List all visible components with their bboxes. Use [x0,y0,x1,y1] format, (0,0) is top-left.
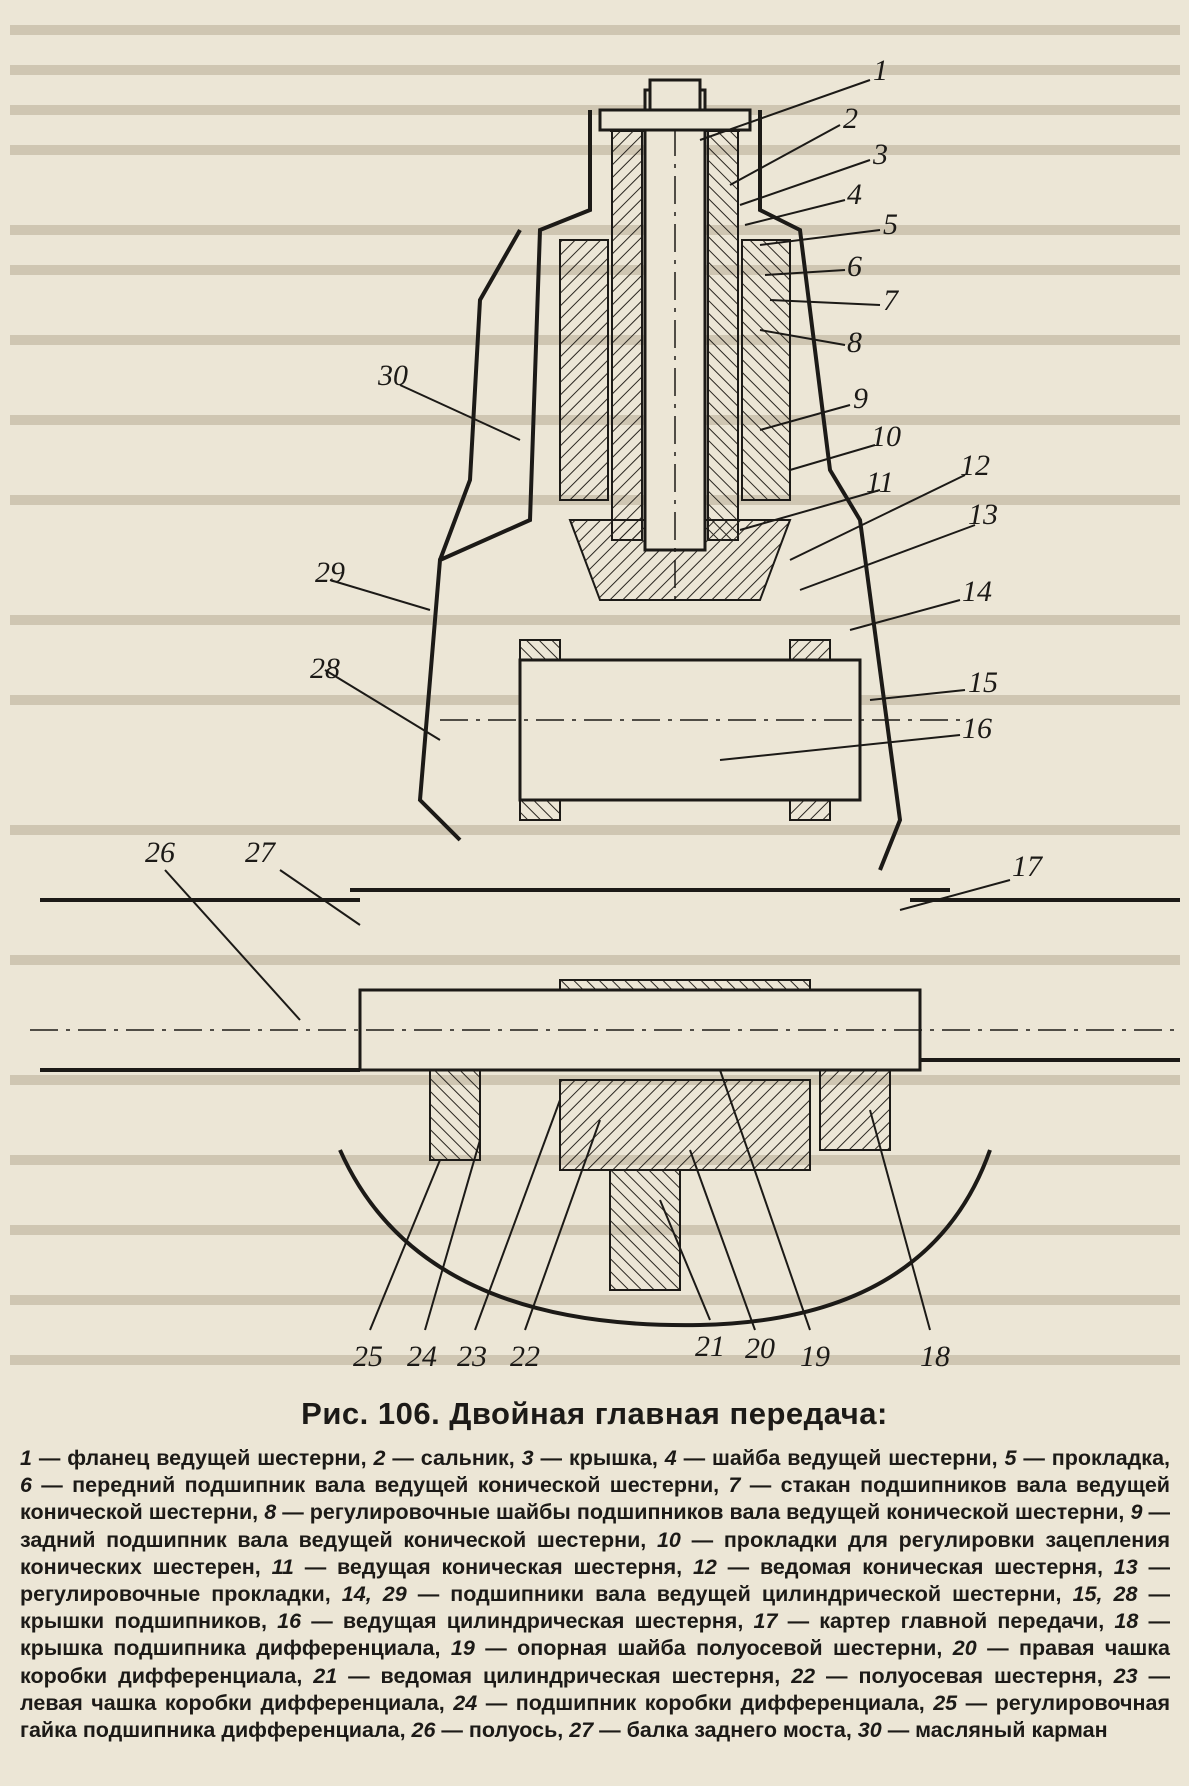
legend-text: — передний подшипник вала ведущей кониче… [31,1473,729,1498]
legend-text: — правая чашка коробки дифференциала, [20,1636,1170,1688]
callout-25: 25 [353,1340,383,1373]
figure-legend: 1 — фланец ведущей шестерни, 2 — сальник… [20,1445,1170,1744]
legend-number: 7 [728,1473,741,1498]
callout-24: 24 [407,1340,437,1373]
legend-number: 20 [952,1636,977,1661]
center-lines [30,80,1180,1031]
callout-23: 23 [457,1340,487,1373]
callout-21: 21 [695,1330,725,1363]
legend-number: 18 [1114,1609,1139,1634]
legend-number: 2 [373,1446,386,1470]
legend-text: — стакан подшипников вала ведущей кониче… [20,1473,1171,1525]
legend-number: 15, 28 [1072,1582,1138,1607]
legend-text: — регулировочные шайбы подшипников вала … [276,1500,1131,1525]
callout-14: 14 [962,575,992,608]
legend-number: 10 [656,1527,681,1552]
callout-7: 7 [883,284,900,317]
callout-27: 27 [245,836,277,869]
callout-29: 29 [315,556,345,589]
callout-4: 4 [847,178,862,211]
legend-text: — крышка подшипника дифференциала, [20,1609,1170,1661]
legend-number: 11 [271,1554,294,1579]
legend-text: — крышки подшипников, [20,1582,1170,1634]
legend-number: 26 [411,1718,436,1743]
callout-26: 26 [145,836,175,869]
legend-number: 1 [20,1446,32,1470]
callout-numbers: 1 2 3 4 5 6 7 8 9 10 11 12 13 14 15 16 1… [145,54,1044,1373]
callout-13: 13 [968,498,998,531]
legend-number: 24 [453,1690,478,1715]
callout-8: 8 [847,326,862,359]
legend-text: — ведущая коническая шестерня, [293,1554,693,1579]
callout-17: 17 [1012,850,1044,883]
legend-number: 21 [313,1663,338,1688]
legend-text: — картер главной передачи, [777,1609,1115,1634]
legend-text: — ведомая цилиндрическая шестерня, [337,1663,792,1688]
legend-number: 8 [264,1500,277,1525]
legend-text: — балка заднего моста, [593,1718,858,1743]
callout-9: 9 [853,382,868,415]
legend-text: — шайба ведущей шестерни, [676,1446,1005,1470]
legend-text: — подшипник коробки дифференциала, [477,1690,934,1715]
legend-text: — масляный карман [881,1718,1108,1743]
legend-number: 19 [450,1636,475,1661]
legend-number: 14, 29 [341,1582,407,1607]
legend-text: — опорная шайба полуосевой шестерни, [474,1636,953,1661]
callout-15: 15 [968,666,998,699]
callout-1: 1 [873,54,888,87]
legend-number: 30 [857,1718,882,1743]
nut-top [598,78,752,132]
callout-5: 5 [883,208,898,241]
legend-number: 3 [521,1446,534,1470]
legend-number: 9 [1130,1500,1143,1525]
figure-caption-title: Рис. 106. Двойная главная передача: [301,1396,888,1431]
legend-number: 4 [664,1446,677,1470]
legend-number: 27 [569,1718,594,1743]
legend-text: — регулировочная гайка подшипника диффер… [20,1690,1171,1743]
callout-6: 6 [847,250,862,283]
callout-19: 19 [800,1340,830,1373]
callout-12: 12 [960,449,990,482]
callout-20: 20 [745,1332,775,1365]
legend-text: — прокладки для регулировки зацепления к… [20,1527,1170,1579]
callout-10: 10 [871,420,901,453]
legend-number: 25 [933,1690,958,1715]
legend-number: 23 [1113,1663,1138,1688]
legend-text: — подшипники вала ведущей цилиндрической… [406,1582,1073,1607]
legend-text: — прокладка, [1016,1446,1170,1470]
legend-text: — регулировочные прокладки, [20,1554,1170,1607]
legend-number: 12 [692,1554,717,1579]
callout-18: 18 [920,1340,950,1373]
gearbox-drawing-svg: 1 2 3 4 5 6 7 8 9 10 11 12 13 14 15 16 1… [10,25,1180,1373]
legend-number: 6 [20,1473,32,1498]
legend-text: — левая чашка коробки дифференциала, [20,1663,1170,1715]
legend-text: — крышка, [533,1446,665,1470]
legend-text: — полуосевая шестерня, [815,1663,1114,1688]
callout-22: 22 [510,1340,540,1373]
gearbox-drawing: 1 2 3 4 5 6 7 8 9 10 11 12 13 14 15 16 1… [10,25,1180,1373]
legend-text: — ведомая коническая шестерня, [716,1554,1114,1579]
callout-3: 3 [872,138,888,171]
legend-number: 13 [1113,1554,1138,1579]
legend-text: — фланец ведущей шестерни, [31,1446,374,1470]
legend-number: 22 [791,1663,816,1688]
callout-16: 16 [962,712,992,745]
callout-11: 11 [866,466,894,499]
callout-leaders [164,79,1011,1331]
legend-text: — полуось, [435,1718,570,1743]
legend-number: 17 [753,1609,778,1634]
legend-number: 5 [1004,1446,1017,1470]
callout-30: 30 [377,359,408,392]
legend-text: — сальник, [385,1446,522,1470]
legend-number: 16 [277,1609,302,1634]
legend-text: — задний подшипник вала ведущей коническ… [20,1500,1170,1552]
legend-text: — ведущая цилиндрическая шестерня, [301,1609,754,1634]
callout-28: 28 [310,652,340,685]
callout-2: 2 [843,102,858,135]
